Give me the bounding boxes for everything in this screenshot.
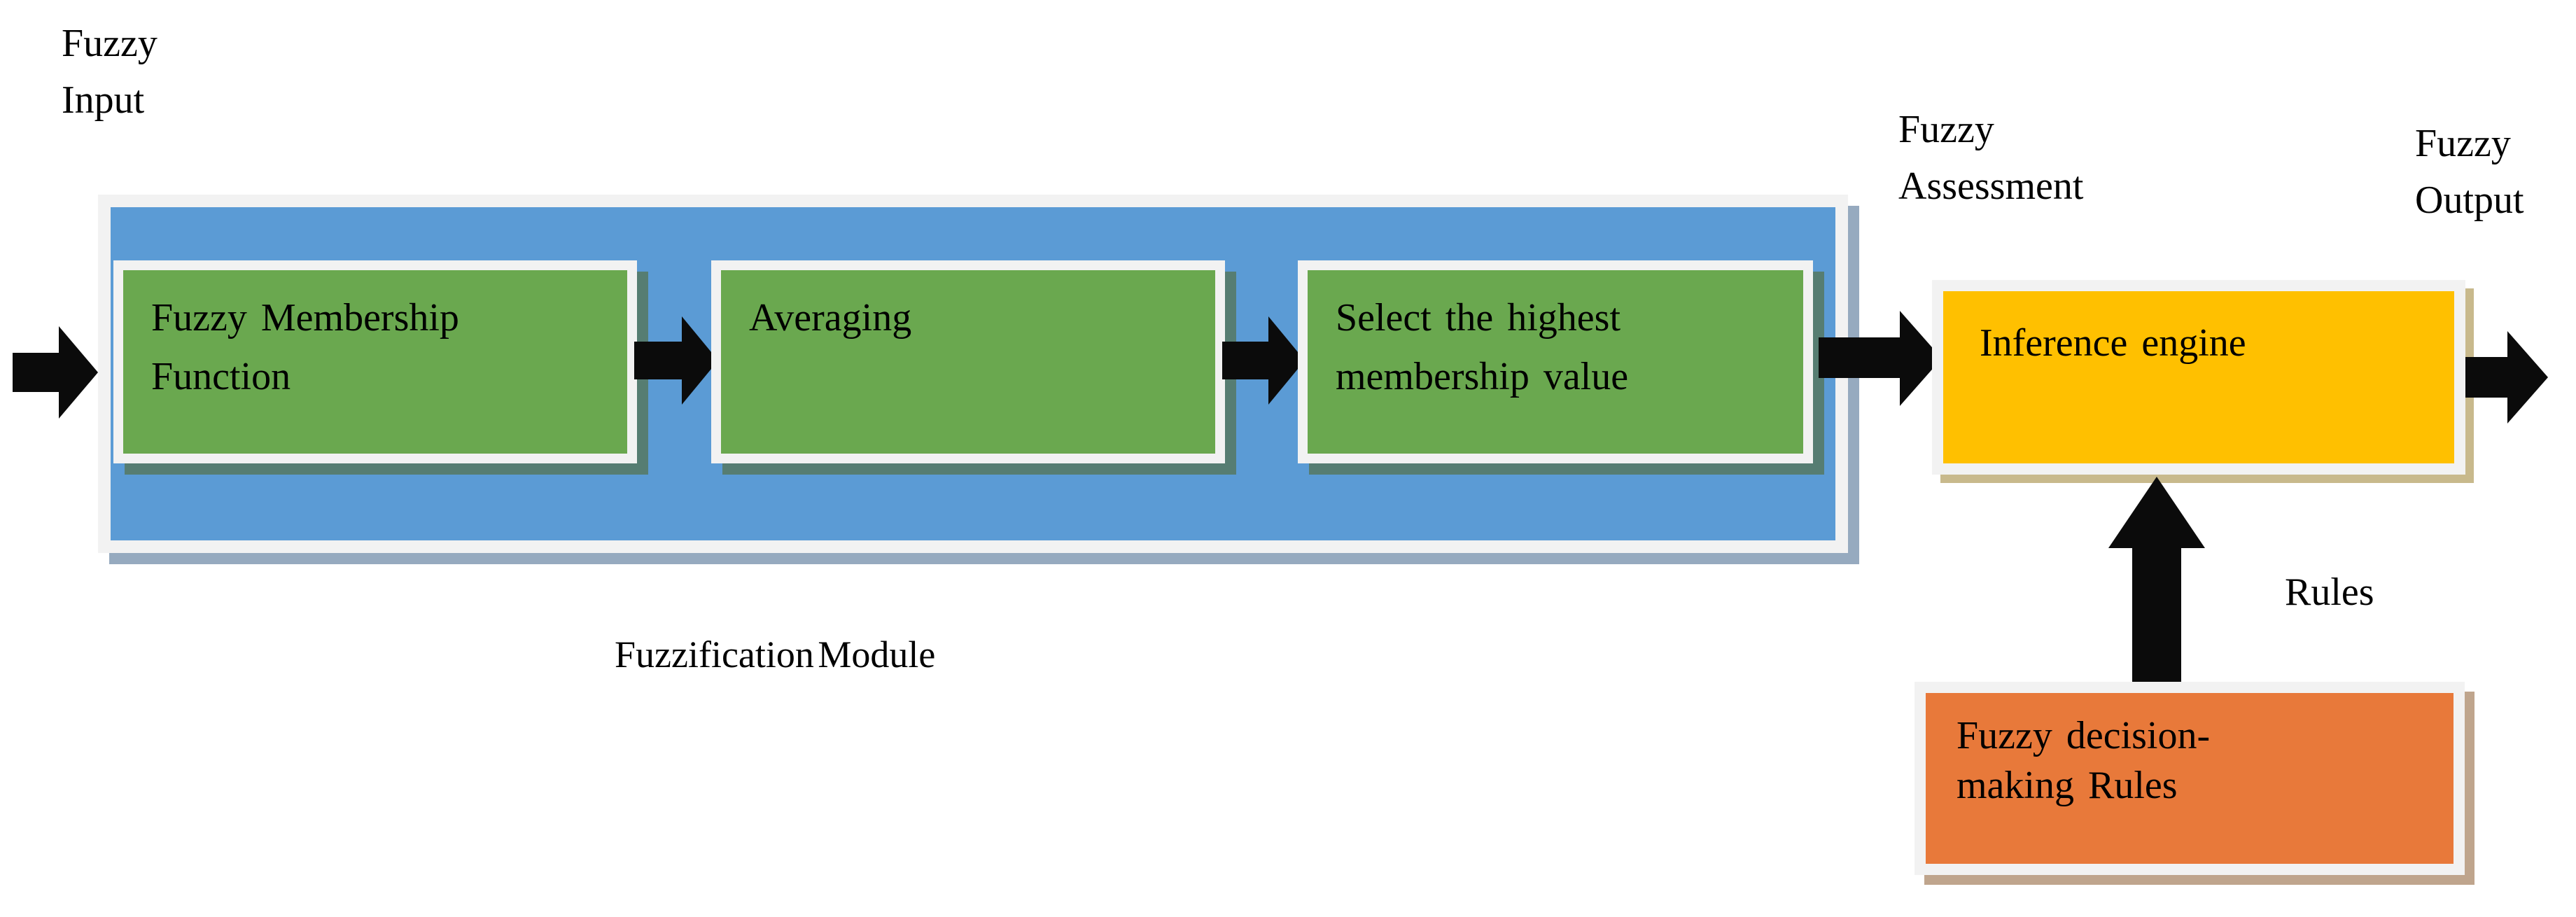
arrow-head	[59, 326, 100, 419]
fuzzy-output-label-line2: Output	[2415, 178, 2524, 223]
arrow-head	[2108, 475, 2205, 548]
membership-function-box: Fuzzy Membership Function	[113, 260, 637, 463]
decision-rules-box-label: Fuzzy decision- making Rules	[1926, 693, 2454, 829]
arrow-shaft	[1819, 337, 1900, 378]
fuzzy-output-label-line1: Fuzzy	[2415, 122, 2511, 165]
arrow-head	[2507, 331, 2550, 424]
decision-rules-box: Fuzzy decision- making Rules	[1914, 682, 2465, 875]
fuzzy-assessment-label-line2: Assessment	[1898, 164, 2084, 209]
fuzzy-input-label-line2: Input	[62, 78, 145, 122]
arrow-shaft	[2465, 357, 2507, 398]
arrow-shaft	[13, 353, 59, 392]
rules-label: Rules	[2285, 570, 2374, 614]
arrow-shaft	[2132, 545, 2181, 685]
averaging-box-label: Averaging	[749, 296, 912, 340]
decision-rules-box-label-line2: making Rules	[1956, 764, 2178, 808]
select-highest-box: Select the highest membership value	[1298, 260, 1813, 463]
arrow-shaft	[1222, 342, 1268, 379]
membership-function-box-label: Fuzzy Membership Function	[151, 296, 459, 398]
fuzzy-assessment-label: Fuzzy Assessment	[1898, 102, 2083, 215]
fuzzy-assessment-label-line1: Fuzzy	[1898, 108, 1994, 151]
averaging-box: Averaging	[711, 260, 1225, 463]
inference-engine-box: Inference engine	[1932, 280, 2465, 475]
fuzzy-output-label: Fuzzy Output	[2415, 115, 2524, 229]
decision-rules-box-label-line1: Fuzzy decision-	[1956, 714, 2211, 757]
inference-engine-box-label: Inference engine	[1980, 321, 2246, 365]
fuzzy-input-label: Fuzzy Input	[62, 15, 158, 129]
fuzzy-input-label-line1: Fuzzy	[62, 22, 158, 65]
fuzzification-module-label: Fuzzification Module	[615, 634, 936, 676]
select-highest-box-label: Select the highest membership value	[1336, 296, 1629, 398]
arrow-shaft	[634, 342, 682, 379]
